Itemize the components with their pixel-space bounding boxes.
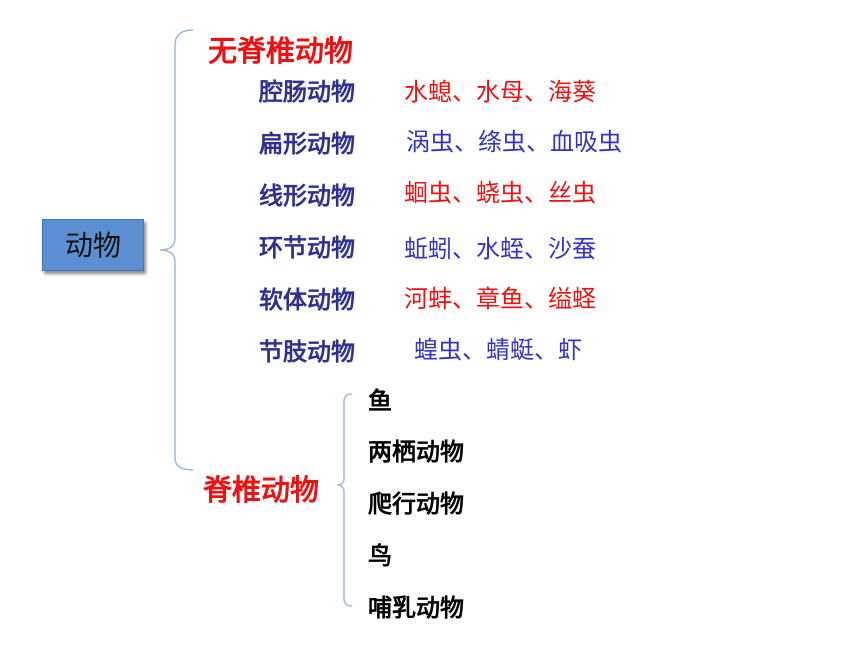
root-node-animals: 动物 — [42, 219, 144, 271]
phylum-platyhelminthes: 扁形动物 — [259, 130, 355, 158]
vertebrate-class-fish: 鱼 — [368, 387, 392, 415]
phylum-nematoda: 线形动物 — [259, 182, 355, 210]
vertebrate-class-amphibians: 两栖动物 — [368, 438, 464, 466]
examples-annelida: 蚯蚓、水蛭、沙蚕 — [404, 235, 596, 263]
vertebrate-bracket — [336, 393, 353, 607]
examples-cnidaria: 水螅、水母、海葵 — [404, 78, 596, 106]
phylum-arthropoda: 节肢动物 — [259, 338, 355, 366]
vertebrates-title: 脊椎动物 — [203, 473, 320, 507]
examples-mollusca: 河蚌、章鱼、缢蛏 — [404, 285, 596, 313]
invertebrates-title: 无脊椎动物 — [208, 34, 354, 68]
examples-nematoda: 蛔虫、蛲虫、丝虫 — [404, 179, 596, 207]
vertebrate-class-reptiles: 爬行动物 — [368, 490, 464, 518]
phylum-annelida: 环节动物 — [259, 234, 355, 262]
vertebrate-class-birds: 鸟 — [368, 542, 392, 570]
phylum-cnidaria: 腔肠动物 — [259, 78, 355, 106]
examples-platyhelminthes: 涡虫、绦虫、血吸虫 — [406, 128, 622, 156]
vertebrate-class-mammals: 哺乳动物 — [368, 594, 464, 622]
phylum-mollusca: 软体动物 — [259, 286, 355, 314]
main-bracket — [159, 29, 194, 471]
examples-arthropoda: 蝗虫、蜻蜓、虾 — [414, 336, 582, 364]
